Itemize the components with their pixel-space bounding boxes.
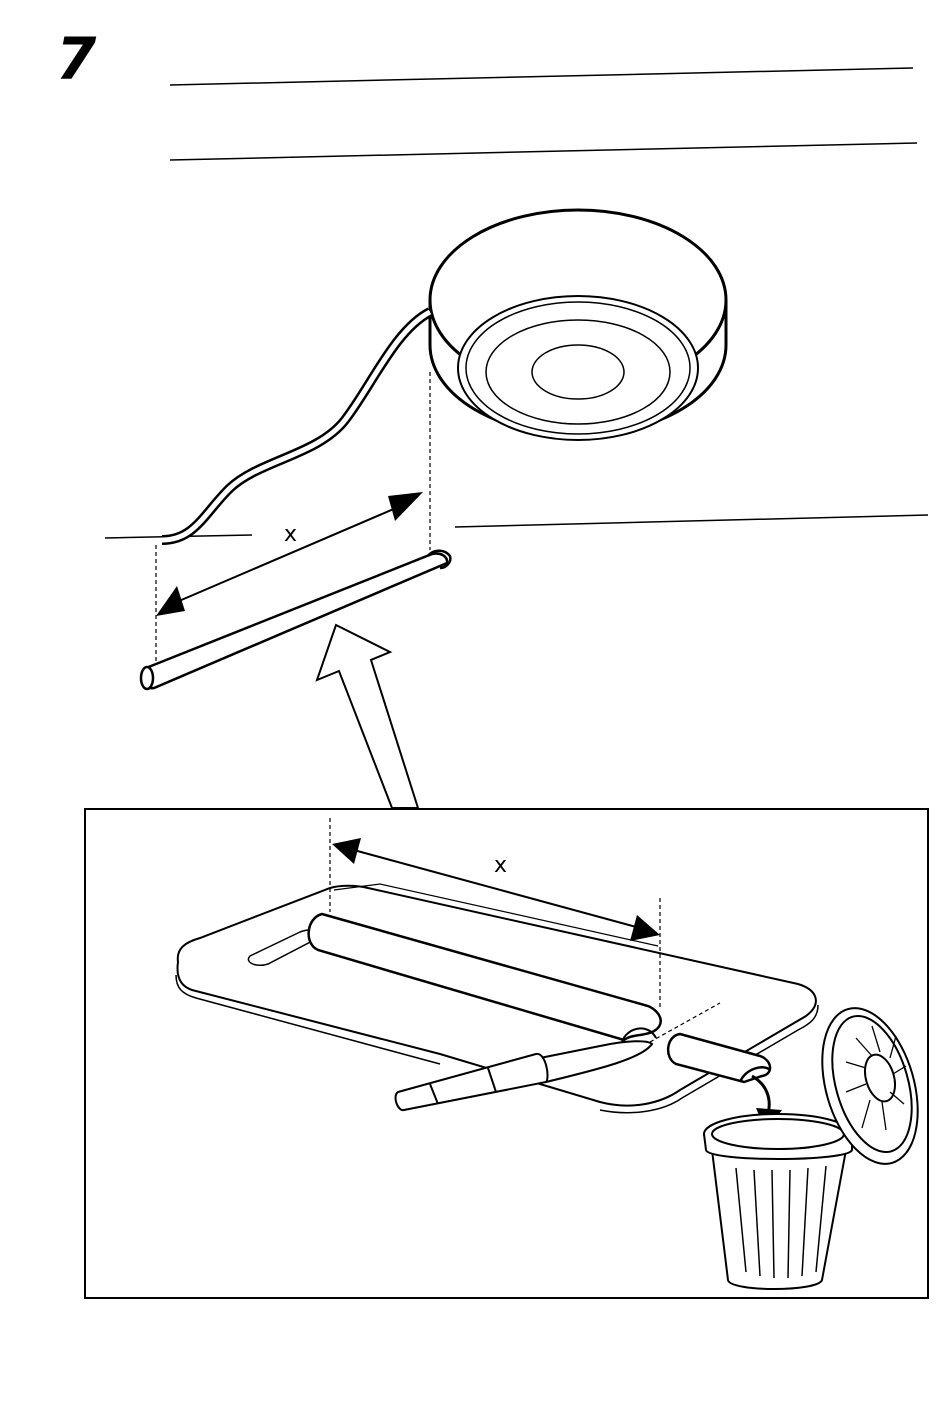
trash-bin-icon bbox=[704, 1114, 852, 1289]
dimension-arrow-top bbox=[156, 492, 423, 616]
cable-cover-icon bbox=[141, 551, 450, 689]
measure-label-inset: x bbox=[494, 853, 507, 878]
cable bbox=[162, 312, 430, 540]
measure-label-top: x bbox=[284, 522, 297, 547]
arrow-icon bbox=[317, 625, 418, 808]
light-fixture-icon bbox=[430, 210, 726, 440]
